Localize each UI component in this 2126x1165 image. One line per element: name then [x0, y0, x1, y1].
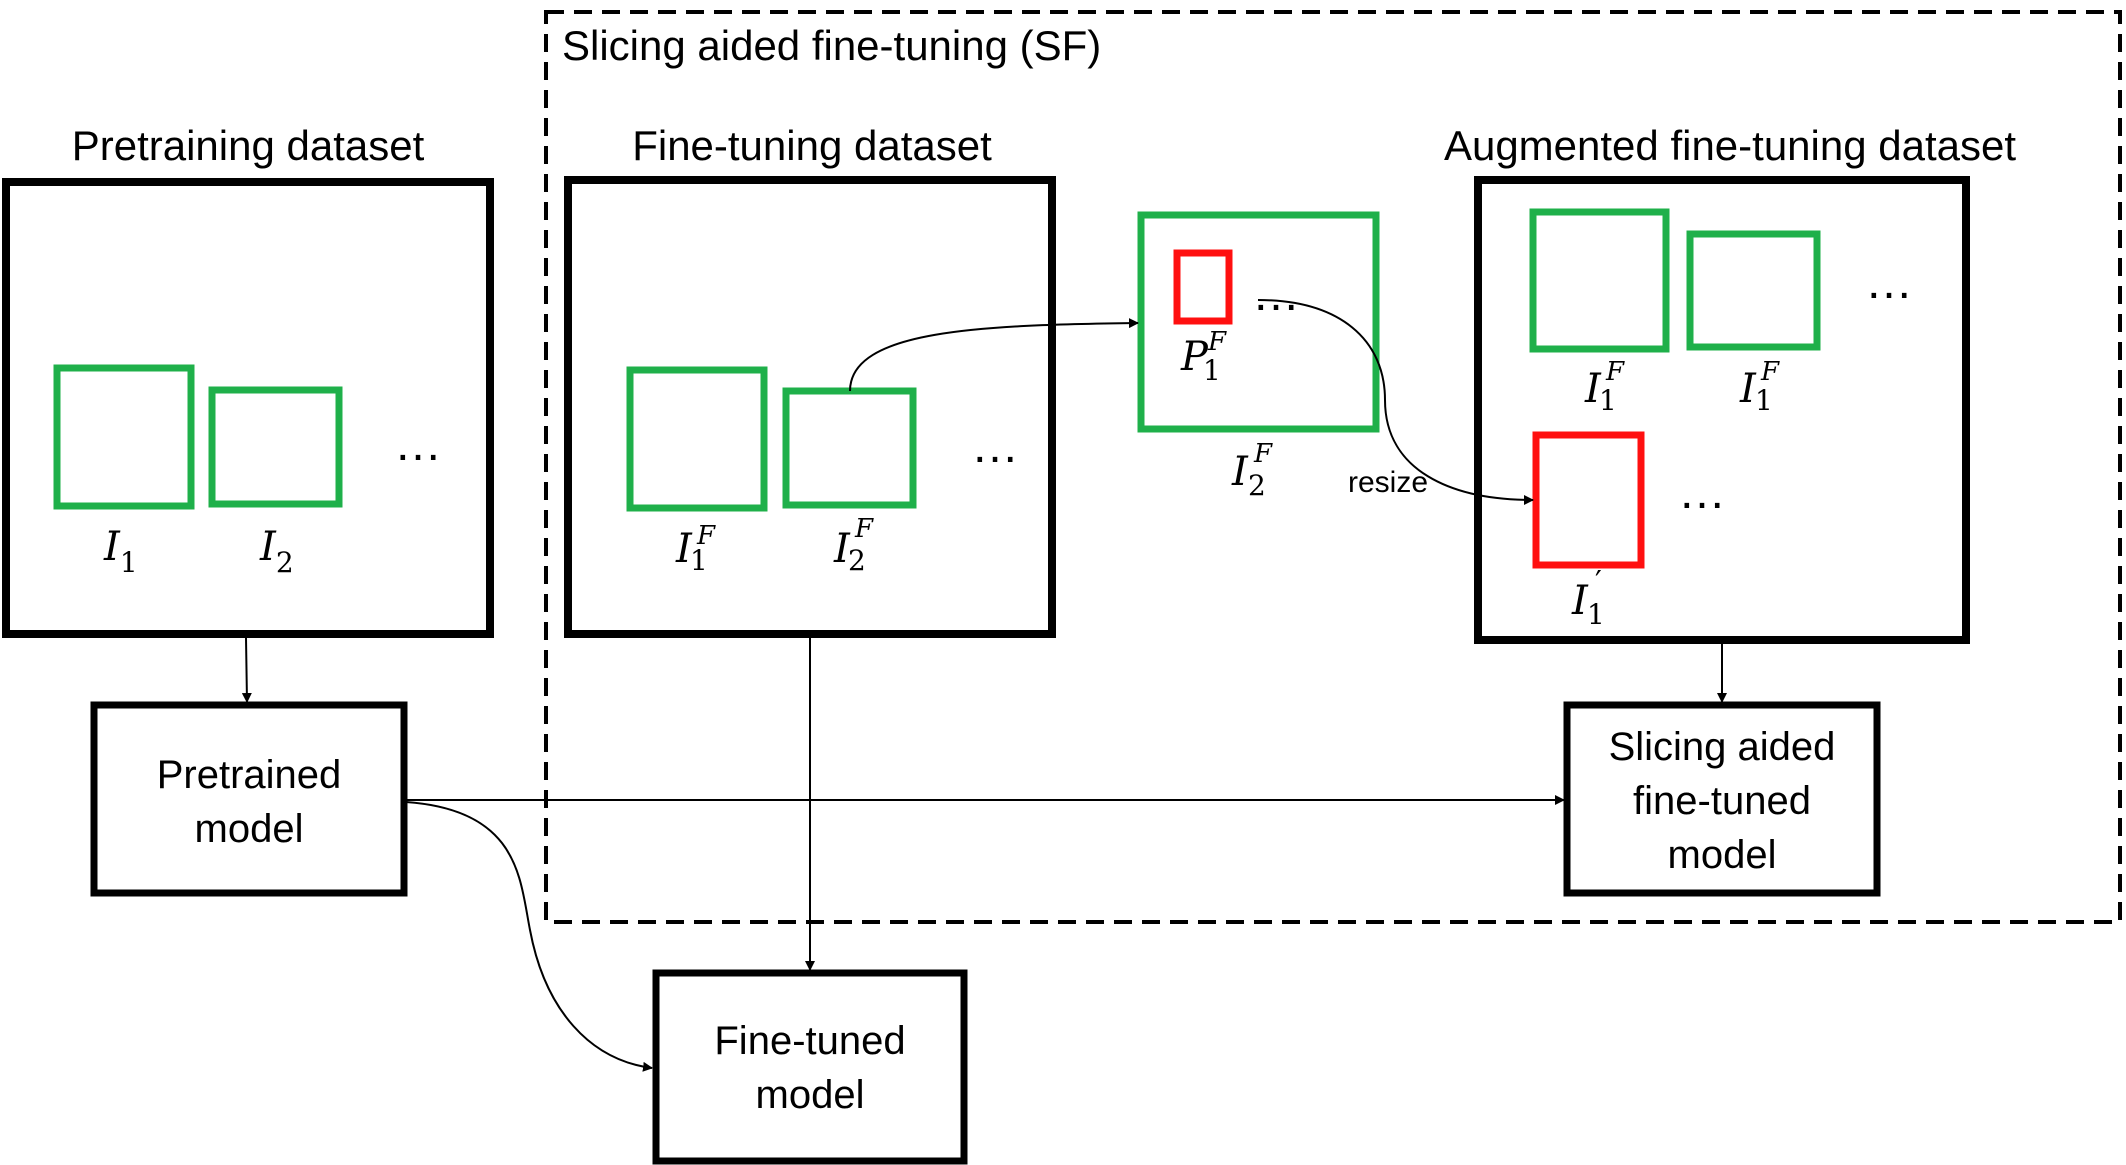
sliced-source-image: [1137, 211, 1380, 433]
finetuning-image-1: [626, 366, 768, 512]
pretraining-image-1-label: I1: [103, 524, 138, 579]
sf-region-title: Slicing aided fine-tuning (SF): [562, 22, 1101, 69]
augmented-image-2: [1686, 230, 1821, 351]
patch-box: [1173, 249, 1233, 325]
augmented-image-1: [1529, 208, 1670, 353]
resized-patch-image: [1532, 431, 1645, 569]
pretraining-dataset-title: Pretraining dataset: [72, 122, 425, 169]
arrow-image-to-slice: [849, 318, 1139, 392]
finetuning-dataset-title: Fine-tuning dataset: [632, 122, 992, 169]
pretraining-dataset-box: [2, 178, 494, 638]
sliced-finetuned-model-box: [1563, 701, 1881, 897]
finetuning-ellipsis: …: [971, 420, 1019, 473]
pretrained-model-box: [90, 701, 408, 897]
augmented-ellipsis-top: …: [1865, 256, 1913, 309]
pretraining-image-2: [208, 386, 343, 508]
pretraining-image-2-label: I2: [259, 524, 294, 579]
finetuning-dataset-box: [564, 176, 1056, 638]
finetuning-image-2: [782, 387, 917, 509]
resize-label: resize: [1348, 466, 1428, 499]
arrow-resize-patch: [1257, 299, 1534, 505]
pretraining-image-1: [53, 364, 195, 510]
augmented-dataset-title: Augmented fine-tuning dataset: [1444, 122, 2016, 169]
patch-ellipsis: …: [1252, 268, 1300, 321]
finetuned-model-box: [652, 969, 968, 1165]
arrow-pretraining-to-pretrained-model: [241, 637, 252, 703]
augmented-dataset-box: [1474, 176, 1970, 644]
augmented-ellipsis-bottom: …: [1678, 466, 1726, 519]
pretraining-ellipsis: …: [394, 418, 442, 471]
resized-image-label: I′1: [1571, 565, 1605, 631]
arrow-pretrained-to-finetuned-model: [405, 801, 653, 1072]
sf-region-border: [544, 10, 2122, 924]
